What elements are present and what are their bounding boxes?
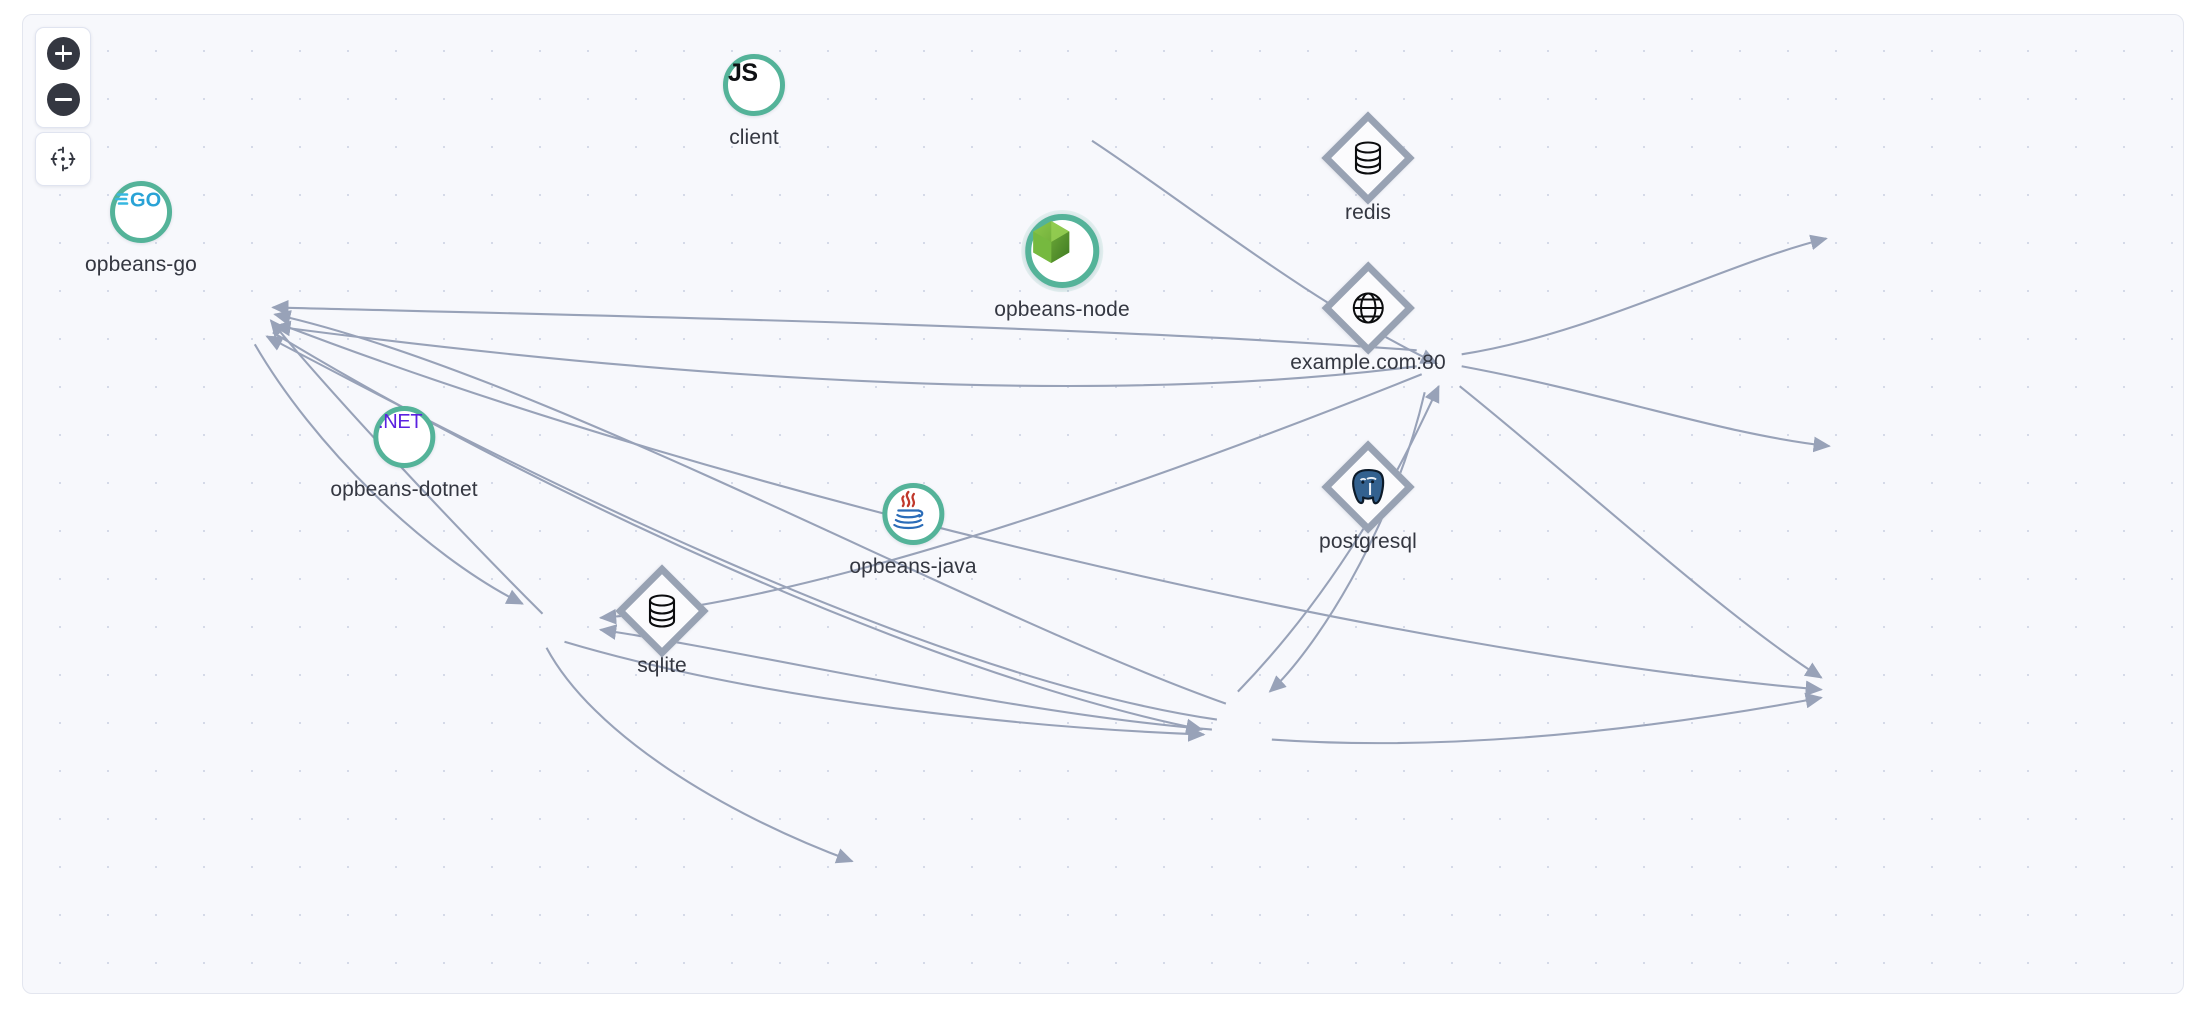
node-diamond-inner xyxy=(1342,461,1394,513)
node-circle xyxy=(881,483,944,545)
node-shape-diamond xyxy=(1321,440,1415,534)
node-label: opbeans-go xyxy=(85,253,197,276)
service-map-edge-opbeans-go-to-postgresql xyxy=(280,323,1823,697)
node-circle xyxy=(1025,214,1099,288)
javascript-icon: JS xyxy=(728,59,758,87)
java-icon xyxy=(892,490,924,530)
zoom-controls xyxy=(35,27,91,128)
node-label: client xyxy=(729,126,779,149)
service-map-edge-opbeans-node-to-postgresql xyxy=(1459,385,1823,679)
service-map-node-opbeans-node[interactable]: opbeans-node xyxy=(994,214,1130,322)
edge-layer xyxy=(253,139,1831,864)
zoom-out-button[interactable] xyxy=(46,83,80,116)
service-map-node-postgresql[interactable]: postgresql xyxy=(1319,440,1417,554)
service-map-node-opbeans-java[interactable]: opbeans-java xyxy=(849,483,977,579)
node-diamond-inner xyxy=(1342,282,1394,334)
node-diamond-inner xyxy=(1342,132,1394,184)
service-map-edge-opbeans-go-to-opbeans-java xyxy=(272,331,1204,735)
zoom-in-button[interactable] xyxy=(46,37,80,70)
node-circle: GO xyxy=(110,181,172,243)
service-map-edge-opbeans-dotnet-to-sqlite xyxy=(545,647,854,864)
node-shape-circle: JS xyxy=(723,54,785,116)
database-icon xyxy=(648,594,676,628)
center-map-button[interactable] xyxy=(46,142,80,176)
service-map-edge-opbeans-node-to-opbeans-dotnet xyxy=(598,373,1423,625)
globe-icon xyxy=(1352,292,1384,324)
service-map-node-redis[interactable]: redis xyxy=(1321,111,1415,225)
service-map-edge-opbeans-java-to-opbeans-go xyxy=(273,310,1227,705)
service-map-edge-opbeans-node-to-redis xyxy=(1461,234,1828,356)
service-map-edge-opbeans-node-to-opbeans-go xyxy=(273,320,1417,388)
service-map-node-opbeans-dotnet[interactable]: .NET opbeans-dotnet xyxy=(330,406,478,502)
go-icon: GO xyxy=(114,190,161,212)
node-shape-circle: GO xyxy=(110,181,172,243)
node-label: opbeans-java xyxy=(849,555,977,578)
node-diamond xyxy=(615,564,709,658)
node-label: opbeans-node xyxy=(994,298,1130,321)
node-circle: .NET xyxy=(372,406,435,468)
svg-text:GO: GO xyxy=(130,190,161,212)
node-shape-circle: .NET xyxy=(372,406,435,468)
dotnet-icon: .NET xyxy=(377,411,423,433)
service-map-edge-opbeans-node-to-example.com:80 xyxy=(1461,365,1831,453)
postgresql-icon xyxy=(1352,468,1385,505)
node-shape-diamond xyxy=(1321,111,1415,205)
service-map-node-example.com:80[interactable]: example.com:80 xyxy=(1290,261,1446,375)
node-diamond-inner xyxy=(636,585,688,637)
node-diamond xyxy=(1321,111,1415,205)
service-map-edge-opbeans-node-to-opbeans-go xyxy=(271,299,1417,352)
service-map-node-sqlite[interactable]: sqlite xyxy=(615,564,709,678)
node-label: opbeans-dotnet xyxy=(330,478,478,501)
node-shape-circle xyxy=(881,483,944,545)
service-map-node-client[interactable]: JS client xyxy=(723,54,785,150)
service-map-node-opbeans-go[interactable]: GO opbeans-go xyxy=(85,181,197,277)
node-shape-diamond xyxy=(1321,261,1415,355)
center-map-controls xyxy=(35,132,91,186)
service-map-edge-opbeans-java-to-opbeans-go xyxy=(265,335,1218,721)
service-map-edge-opbeans-java-to-postgresql xyxy=(1271,692,1823,745)
nodejs-icon xyxy=(1033,221,1069,263)
node-circle: JS xyxy=(723,54,785,116)
node-shape-circle xyxy=(1025,214,1099,288)
node-diamond xyxy=(1321,261,1415,355)
node-shape-diamond xyxy=(615,564,709,658)
database-icon xyxy=(1354,141,1382,175)
node-diamond xyxy=(1321,440,1415,534)
crosshair-icon xyxy=(50,146,76,172)
